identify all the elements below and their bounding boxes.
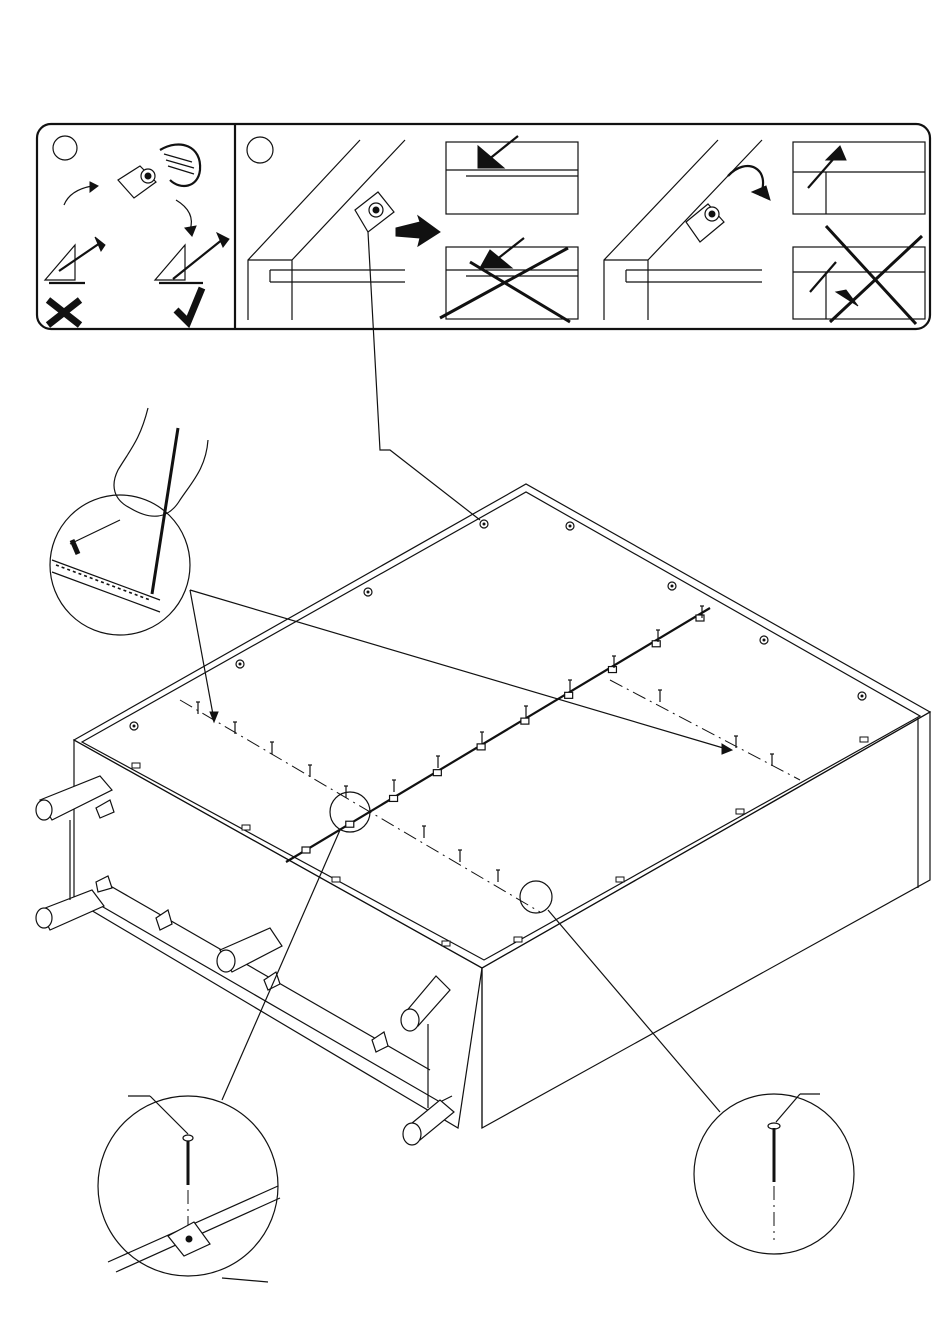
view-insert-dowel <box>248 140 440 320</box>
top-instruction-panel <box>37 124 930 329</box>
right-box <box>247 136 925 324</box>
pencil-icon <box>152 428 178 594</box>
rim-bracket <box>132 763 140 768</box>
cabinet-carcass <box>74 484 930 1128</box>
cam-center <box>671 585 674 588</box>
rotate-arrow-icon <box>176 200 191 230</box>
cam-center <box>133 725 136 728</box>
cam-center <box>569 525 572 528</box>
rim-bracket <box>514 937 522 942</box>
join-clip <box>346 821 354 827</box>
view-correct-screw <box>793 142 925 214</box>
correct-screw-example <box>155 233 229 283</box>
view-wrong-flush <box>440 238 578 322</box>
detail-nail-bracket <box>98 1096 280 1282</box>
cam-fittings <box>130 520 868 946</box>
step-marker-right <box>247 137 273 163</box>
join-clip <box>652 641 660 647</box>
cabinet-side-right <box>482 712 930 1128</box>
rim-bracket <box>736 809 744 814</box>
cam-center <box>483 523 486 526</box>
view-correct-flush <box>446 136 578 214</box>
cam-center <box>367 591 370 594</box>
leg-back-top <box>401 976 450 1108</box>
push-arrow-icon <box>396 216 440 246</box>
callout-circle-b <box>520 881 552 913</box>
cross-mark-icon <box>440 248 570 322</box>
step-marker-left <box>53 136 77 160</box>
cabinet-legs <box>36 776 454 1145</box>
check-mark-icon <box>176 288 202 322</box>
rim-bracket <box>860 737 868 742</box>
cam-fitting-icon <box>118 144 200 198</box>
rim-bracket <box>332 877 340 882</box>
view-wrong-screw <box>793 226 925 324</box>
cam-center <box>763 639 766 642</box>
join-clip <box>433 770 441 776</box>
rim-bracket <box>442 941 450 946</box>
leg-front-bottom <box>36 820 104 930</box>
view-screw-in <box>604 140 770 320</box>
marking-leader <box>190 590 730 750</box>
rim-bracket <box>242 825 250 830</box>
join-clip <box>390 795 398 801</box>
join-clip <box>521 718 529 724</box>
corner-brackets <box>96 800 388 1052</box>
join-clip <box>565 692 573 698</box>
wrong-screw-example <box>45 237 105 283</box>
join-clip <box>696 615 704 621</box>
rotate-arrow-icon <box>64 186 92 205</box>
join-clip <box>477 744 485 750</box>
join-clip <box>302 847 310 853</box>
join-clip <box>608 667 616 673</box>
cross-mark-icon <box>48 300 80 325</box>
left-box <box>45 136 229 325</box>
cross-mark-icon <box>826 226 922 324</box>
cabinet-back-face <box>74 484 930 968</box>
nail-row-front <box>180 700 540 912</box>
hand-icon <box>114 408 208 516</box>
detail-pencil-marking <box>50 408 208 635</box>
detail-nail-panel <box>694 1094 854 1254</box>
cabinet-side-left <box>74 740 482 1128</box>
cam-center <box>239 663 242 666</box>
cam-center <box>861 695 864 698</box>
rim-bracket <box>616 877 624 882</box>
leader-line <box>368 232 480 520</box>
